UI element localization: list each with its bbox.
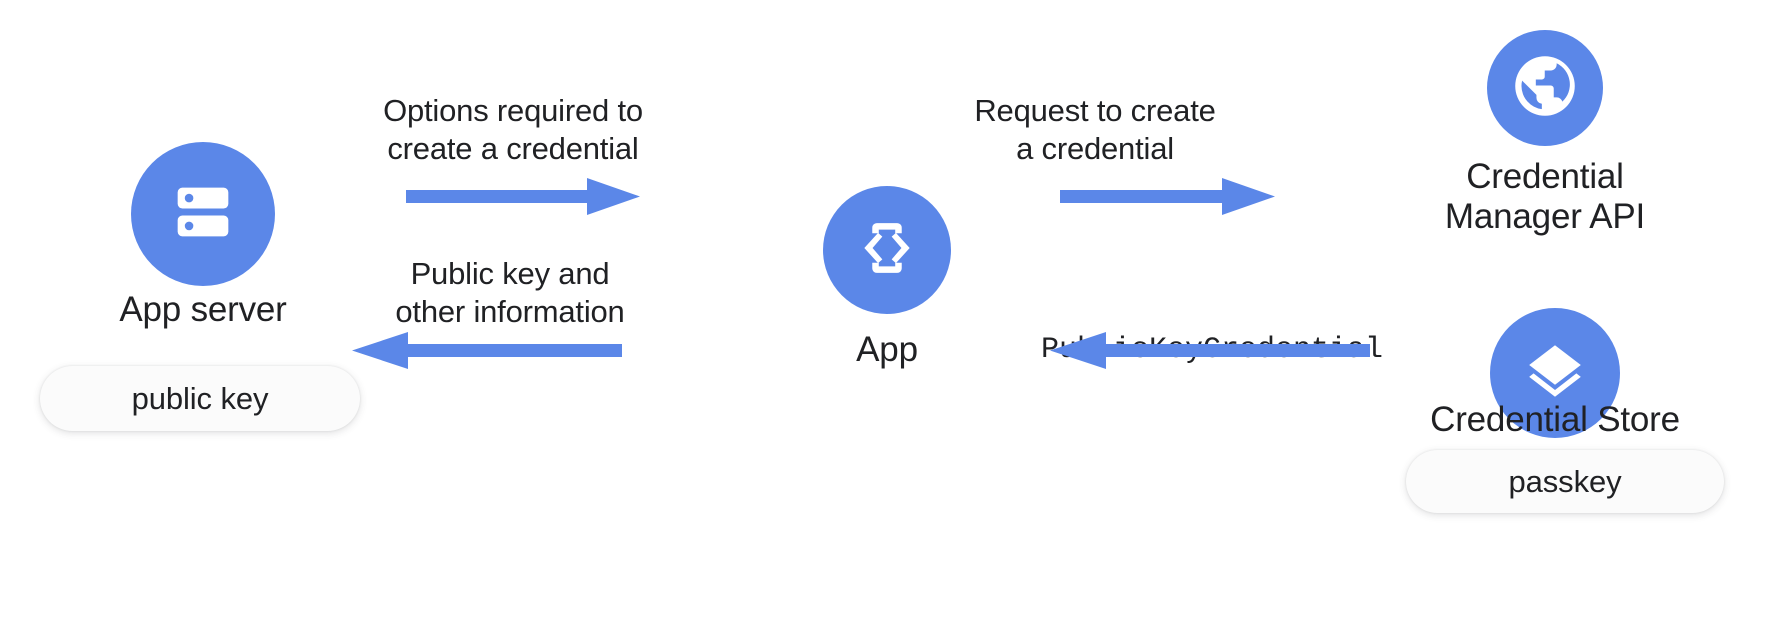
credential-store-icon-circle (1490, 308, 1620, 438)
credential-manager-api-label: Credential Manager API (1444, 157, 1646, 236)
code-brackets-icon (853, 214, 921, 287)
credential-store-chip-passkey: passkey (1406, 450, 1724, 513)
app-label: App (856, 330, 918, 369)
edge-app-to-cmapi-caption: Request to create a credential (974, 93, 1216, 166)
credential-store-label: Credential Store (1430, 400, 1680, 439)
edge-app-to-server-caption: Public key and other information (395, 256, 625, 329)
app-server-icon-circle (131, 142, 275, 286)
edge-server-to-app-arrow (406, 172, 640, 220)
edge-app-to-server-arrow (352, 326, 622, 374)
server-icon (165, 174, 241, 255)
app-server-chip-public-key: public key (40, 366, 360, 431)
edge-server-to-app-caption: Options required to create a credential (383, 93, 643, 166)
app-icon-circle (823, 186, 951, 314)
globe-icon (1507, 48, 1583, 129)
edge-store-to-app-arrow (1050, 326, 1370, 374)
credential-manager-api-icon-circle (1487, 30, 1603, 146)
edge-app-to-cmapi-arrow (1060, 172, 1275, 220)
app-server-label: App server (119, 290, 287, 329)
layers-icon (1519, 335, 1591, 412)
